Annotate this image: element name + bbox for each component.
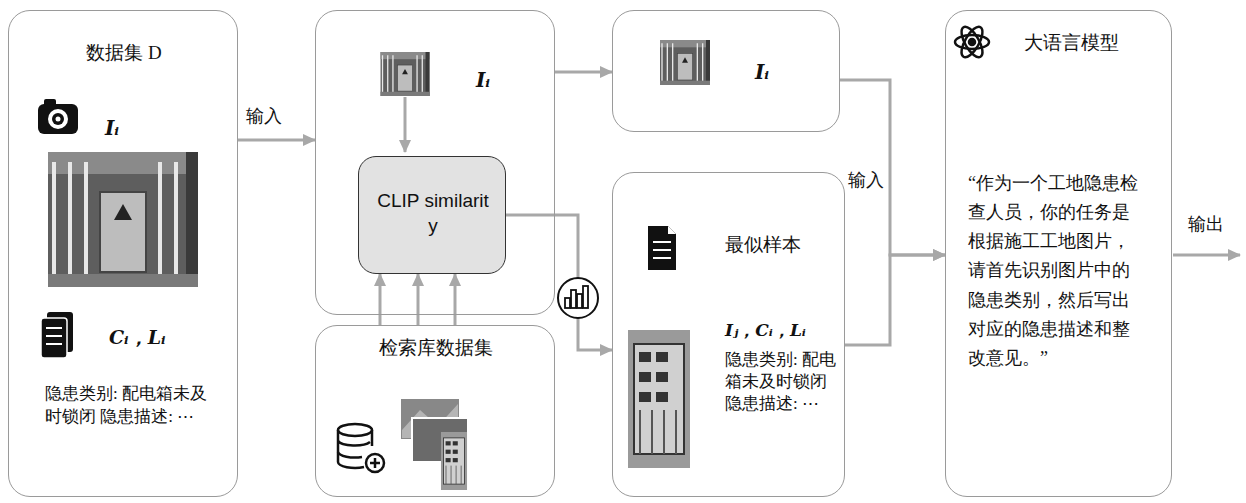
histogram-badge [558,278,598,318]
node-text: CLIP similarity [373,189,493,238]
image-arrow [404,97,407,152]
document-icon [648,226,676,270]
node-text: 隐患类别: 配电箱未及时锁闭 隐患描述: ⋯ [725,349,837,415]
panel-box: 最似样本 Iⱼ，Cᵢ，Lᵢ 隐患类别: 配电箱未及时锁闭 隐患描述: ⋯ [612,172,845,497]
camera-icon [38,99,78,134]
sample-photo [628,330,690,468]
connector [506,215,612,350]
site-photo [381,52,430,96]
connector [840,80,945,255]
similarity-box: CLIP similarity [358,156,506,274]
atom-icon [955,24,989,60]
symbol-text: Iᵢ [755,59,815,85]
connector [555,71,612,74]
panel-box: Iᵢ [612,10,840,132]
site-photo [48,152,198,287]
symbol-text: Iⱼ，Cᵢ，Lᵢ [725,319,843,341]
node-text: 隐患类别: 配电箱未及时锁闭 隐患描述: ⋯ [45,383,210,429]
edge-label: 输入 [244,104,284,128]
panel-box: IᵢCLIP similarity [315,10,555,315]
symbol-text: Iᵢ [476,67,526,93]
database-icon [338,424,384,472]
connector [238,139,315,142]
connector [454,274,457,325]
node-text: 大语言模型 [1024,31,1164,56]
node-text: 检索库数据集 [316,336,556,361]
output-label: 输出 [1186,212,1226,236]
connector [417,274,420,325]
output-arrow [1173,254,1240,257]
document-icon [41,312,73,358]
node-text: “作为一个工地隐患检查人员，你的任务是根据施工工地图片，请首先识别图片中的隐患类… [968,169,1144,373]
panel-box: 数据集 D IᵢCᵢ，Lᵢ 隐患类别: 配电箱未及时锁闭 隐患描述: ⋯ [8,10,238,497]
node-text: 最似样本 [725,233,840,258]
symbol-text: Cᵢ，Lᵢ [109,325,229,350]
panel-box: 检索库数据集 [315,325,555,497]
photo-stack [400,398,468,490]
site-photo [660,40,710,85]
node-text: 数据集 D [9,41,239,66]
edge-label: 输入 [846,168,886,192]
connector [845,255,945,345]
connector [379,274,382,325]
symbol-text: Iᵢ [105,115,155,141]
panel-box: 大语言模型 “作为一个工地隐患检查人员，你的任务是根据施工工地图片，请首先识别图片… [945,10,1172,497]
